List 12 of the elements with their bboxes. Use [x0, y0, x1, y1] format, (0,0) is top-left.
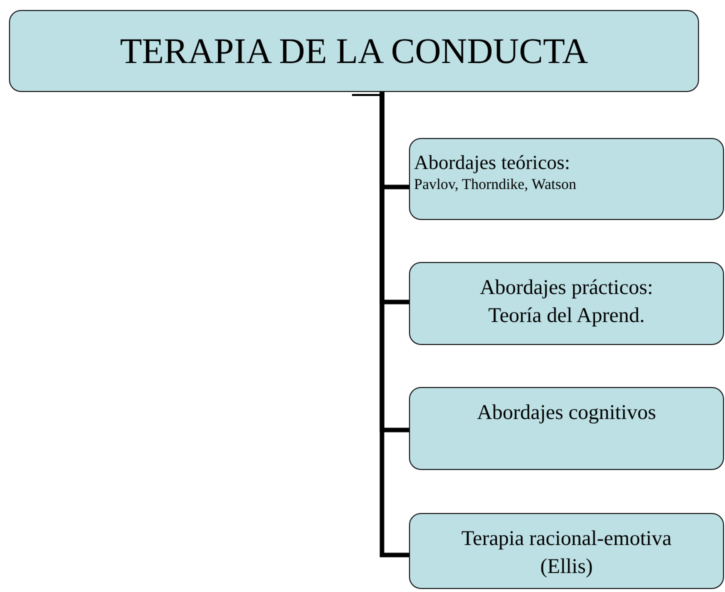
topic-box: [409, 138, 724, 220]
topic-text: Terapia racional-emotiva (Ellis): [460, 525, 673, 580]
topic-text: Abordajes prácticos: Teoría del Aprend.: [478, 274, 654, 329]
topic-text: Abordajes cognitivos: [476, 399, 658, 426]
topic-detail: Pavlov, Thorndike, Watson: [414, 176, 578, 195]
connector-line: [380, 92, 409, 558]
topic-box: [409, 513, 724, 589]
topic-box: [409, 387, 724, 470]
topic-heading: Abordajes teóricos:: [414, 151, 572, 175]
title-text: TERAPIA DE LA CONDUCTA: [120, 30, 588, 72]
title-box: [9, 10, 699, 92]
topic-box: [409, 262, 724, 345]
